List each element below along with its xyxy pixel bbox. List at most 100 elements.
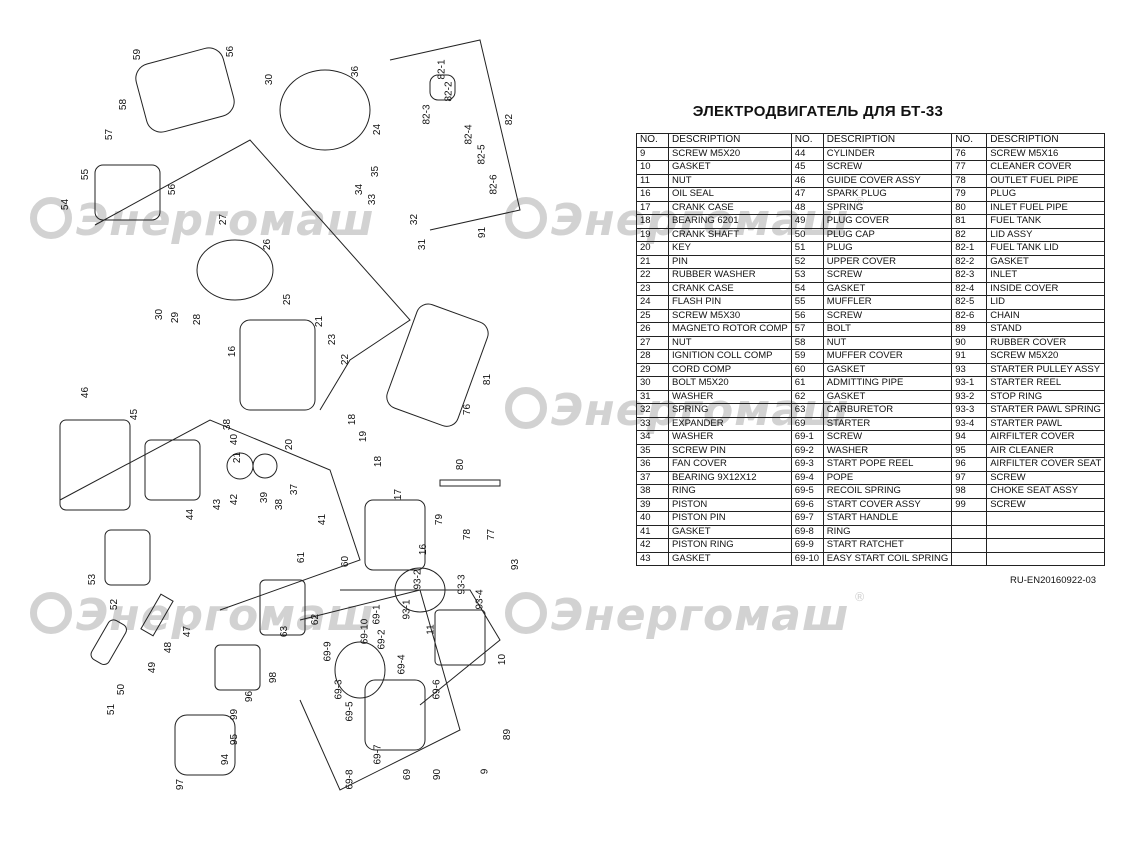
- part-callout-label: 93: [510, 558, 522, 571]
- start-cover: [364, 679, 426, 751]
- part-number: 45: [790, 160, 824, 175]
- part-description: CORD COMP: [668, 362, 792, 377]
- part-number: 28: [636, 349, 669, 364]
- part-number: 90: [951, 335, 988, 350]
- part-number: 11: [636, 173, 669, 188]
- group-outline: [299, 589, 461, 791]
- part-number: 77: [951, 160, 988, 175]
- part-description: RING: [668, 484, 792, 499]
- part-callout-label: 69-1: [371, 604, 383, 625]
- part-description: KEY: [668, 241, 792, 256]
- part-number: 69-8: [790, 524, 824, 539]
- part-callout-label: 56: [167, 183, 179, 196]
- part-number: 69-4: [790, 470, 824, 485]
- part-callout-label: 78: [462, 528, 474, 541]
- part-callout-label: 41: [317, 513, 329, 526]
- part-number: 44: [790, 146, 824, 161]
- part-callout-label: 93-2: [412, 569, 424, 590]
- part-description: BEARING 6201: [668, 214, 792, 229]
- part-callout-label: 36: [350, 65, 362, 78]
- starter-reel: [334, 641, 386, 699]
- muffler: [94, 164, 161, 221]
- part-description: SCREW: [822, 160, 953, 175]
- ring: [252, 453, 278, 479]
- part-callout-label: 69-7: [372, 744, 384, 765]
- part-number: 79: [951, 187, 988, 202]
- part-number: 20: [636, 241, 669, 256]
- part-description: MUFFLER: [822, 295, 953, 310]
- part-description: PISTON: [668, 497, 792, 512]
- part-number: 89: [951, 322, 988, 337]
- part-callout-label: 69-9: [322, 641, 334, 662]
- part-description: FUEL TANK: [986, 214, 1106, 229]
- part-number: 10: [636, 160, 669, 175]
- part-description: STARTER REEL: [986, 376, 1106, 391]
- part-number: 47: [790, 187, 824, 202]
- part-description: STARTER PAWL SPRING: [986, 403, 1106, 418]
- parts-table: NO. DESCRIPTION NO. DESCRIPTION NO. DESC…: [636, 133, 1106, 566]
- part-number: 91: [951, 349, 988, 364]
- part-callout-label: 52: [109, 598, 121, 611]
- part-number: 36: [636, 457, 669, 472]
- part-callout-label: 56: [225, 45, 237, 58]
- part-number: [951, 551, 988, 566]
- part-callout-label: 20: [284, 438, 296, 451]
- part-callout-label: 76: [462, 403, 474, 416]
- part-callout-label: 96: [244, 690, 256, 703]
- part-callout-label: 27: [218, 213, 230, 226]
- spark-plug: [140, 593, 174, 637]
- part-description: INLET FUEL PIPE: [986, 200, 1106, 215]
- part-callout-label: 82-2: [443, 81, 455, 102]
- part-callout-label: 93-4: [474, 589, 486, 610]
- part-description: AIR CLEANER: [986, 443, 1106, 458]
- part-number: 49: [790, 214, 824, 229]
- part-description: CARBURETOR: [822, 403, 953, 418]
- part-callout-label: 26: [262, 238, 274, 251]
- part-description: PLUG COVER: [822, 214, 953, 229]
- part-description: SCREW: [822, 430, 953, 445]
- part-callout-label: 21: [314, 315, 326, 328]
- part-description: WASHER: [822, 443, 953, 458]
- part-callout-label: 51: [106, 703, 118, 716]
- part-description: PISTON PIN: [668, 511, 792, 526]
- part-description: RUBBER COVER: [986, 335, 1106, 350]
- part-callout-label: 47: [182, 625, 194, 638]
- part-number: 69: [790, 416, 824, 431]
- part-callout-label: 82-4: [463, 124, 475, 145]
- part-number: 21: [636, 254, 669, 269]
- part-number: 18: [636, 214, 669, 229]
- part-number: 39: [636, 497, 669, 512]
- part-number: 60: [790, 362, 824, 377]
- part-callout-label: 28: [192, 313, 204, 326]
- part-description: NUT: [668, 335, 792, 350]
- part-description: MUFFER COVER: [822, 349, 953, 364]
- part-callout-label: 22: [340, 353, 352, 366]
- crank-case: [239, 319, 316, 411]
- part-description: EXPANDER: [668, 416, 792, 431]
- part-description: SCREW PIN: [668, 443, 792, 458]
- part-callout-label: 18: [373, 455, 385, 468]
- part-number: 55: [790, 295, 824, 310]
- part-number: 26: [636, 322, 669, 337]
- part-callout-label: 50: [116, 683, 128, 696]
- part-number: 80: [951, 200, 988, 215]
- part-description: FAN COVER: [668, 457, 792, 472]
- part-callout-label: 25: [282, 293, 294, 306]
- part-description: CRANK CASE: [668, 281, 792, 296]
- part-callout-label: 89: [502, 728, 514, 741]
- part-number: 93-4: [951, 416, 988, 431]
- part-description: GASKET: [986, 254, 1106, 269]
- part-description: STARTER PAWL: [986, 416, 1106, 431]
- part-description: START POPE REEL: [822, 457, 953, 472]
- part-number: 52: [790, 254, 824, 269]
- part-number: 93-1: [951, 376, 988, 391]
- airfilter-cover: [174, 714, 236, 776]
